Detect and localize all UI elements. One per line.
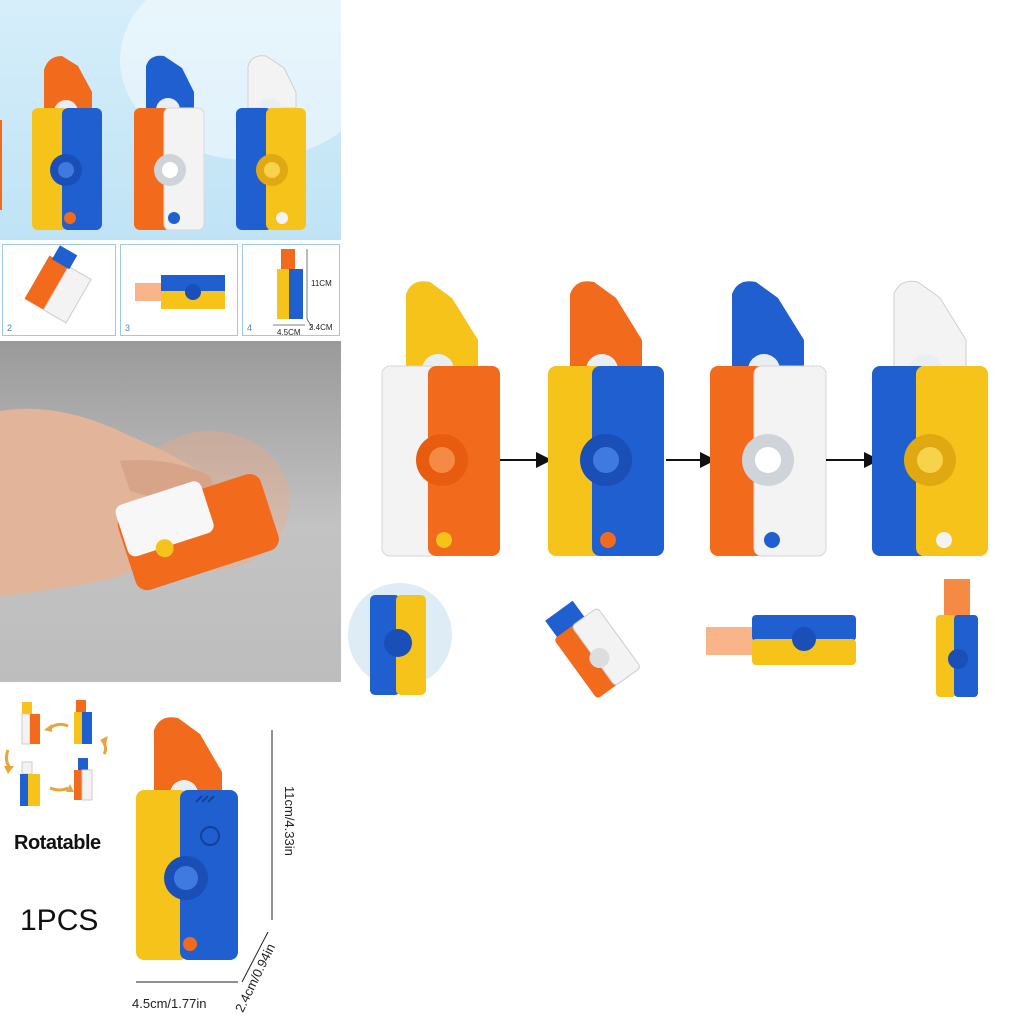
sequence-toy-3	[710, 281, 827, 557]
strip-depth-label: 2.4CM	[309, 323, 333, 332]
thumbnail-strip: 2 3 4 11CM 4.5CM 2.4CM	[0, 240, 341, 340]
strip-width-label: 4.5CM	[277, 328, 301, 337]
rotatable-label: Rotatable	[14, 832, 101, 854]
hand-spinning-illustration	[0, 408, 290, 596]
transformation-sequence	[381, 280, 988, 557]
color-variants-illustration	[0, 55, 306, 231]
thumbnail-4-image	[273, 249, 314, 330]
thumbnail-3[interactable]: 3	[120, 244, 238, 336]
hand-spinning-photo	[0, 341, 341, 682]
width-dimension-label: 4.5cm/1.77in	[132, 996, 207, 1011]
pose-tilted	[545, 600, 640, 698]
rotation-diagram	[0, 690, 120, 810]
dimension-toy-illustration	[136, 717, 273, 983]
rotation-cycle-illustration	[4, 700, 108, 806]
pose-spinning	[348, 583, 452, 695]
thumbnail-2-image	[24, 245, 92, 324]
pose-vertical	[936, 579, 978, 697]
usage-poses-row	[348, 579, 978, 698]
toy-variant-white-blade	[236, 55, 306, 230]
sequence-toy-2	[548, 281, 664, 556]
height-dimension-label: 11cm/4.33in	[282, 786, 297, 856]
pose-horizontal	[706, 615, 856, 665]
strip-height-label: 11CM	[311, 279, 332, 288]
toy-variant-blue-blade	[134, 55, 205, 231]
thumbnail-number: 4	[247, 323, 253, 333]
sequence-toy-4	[872, 280, 988, 556]
color-variants-panel	[0, 0, 341, 240]
thumbnail-number: 3	[125, 323, 131, 333]
thumbnail-number: 2	[7, 323, 13, 333]
thumbnail-4[interactable]: 4 11CM 4.5CM 2.4CM	[242, 244, 340, 337]
sequence-toy-1	[381, 281, 500, 557]
toy-variant-orange-blade	[32, 56, 102, 230]
thumbnail-2[interactable]: 2	[2, 244, 116, 336]
quantity-label: 1PCS	[20, 904, 99, 937]
thumbnail-3-image	[135, 275, 225, 309]
